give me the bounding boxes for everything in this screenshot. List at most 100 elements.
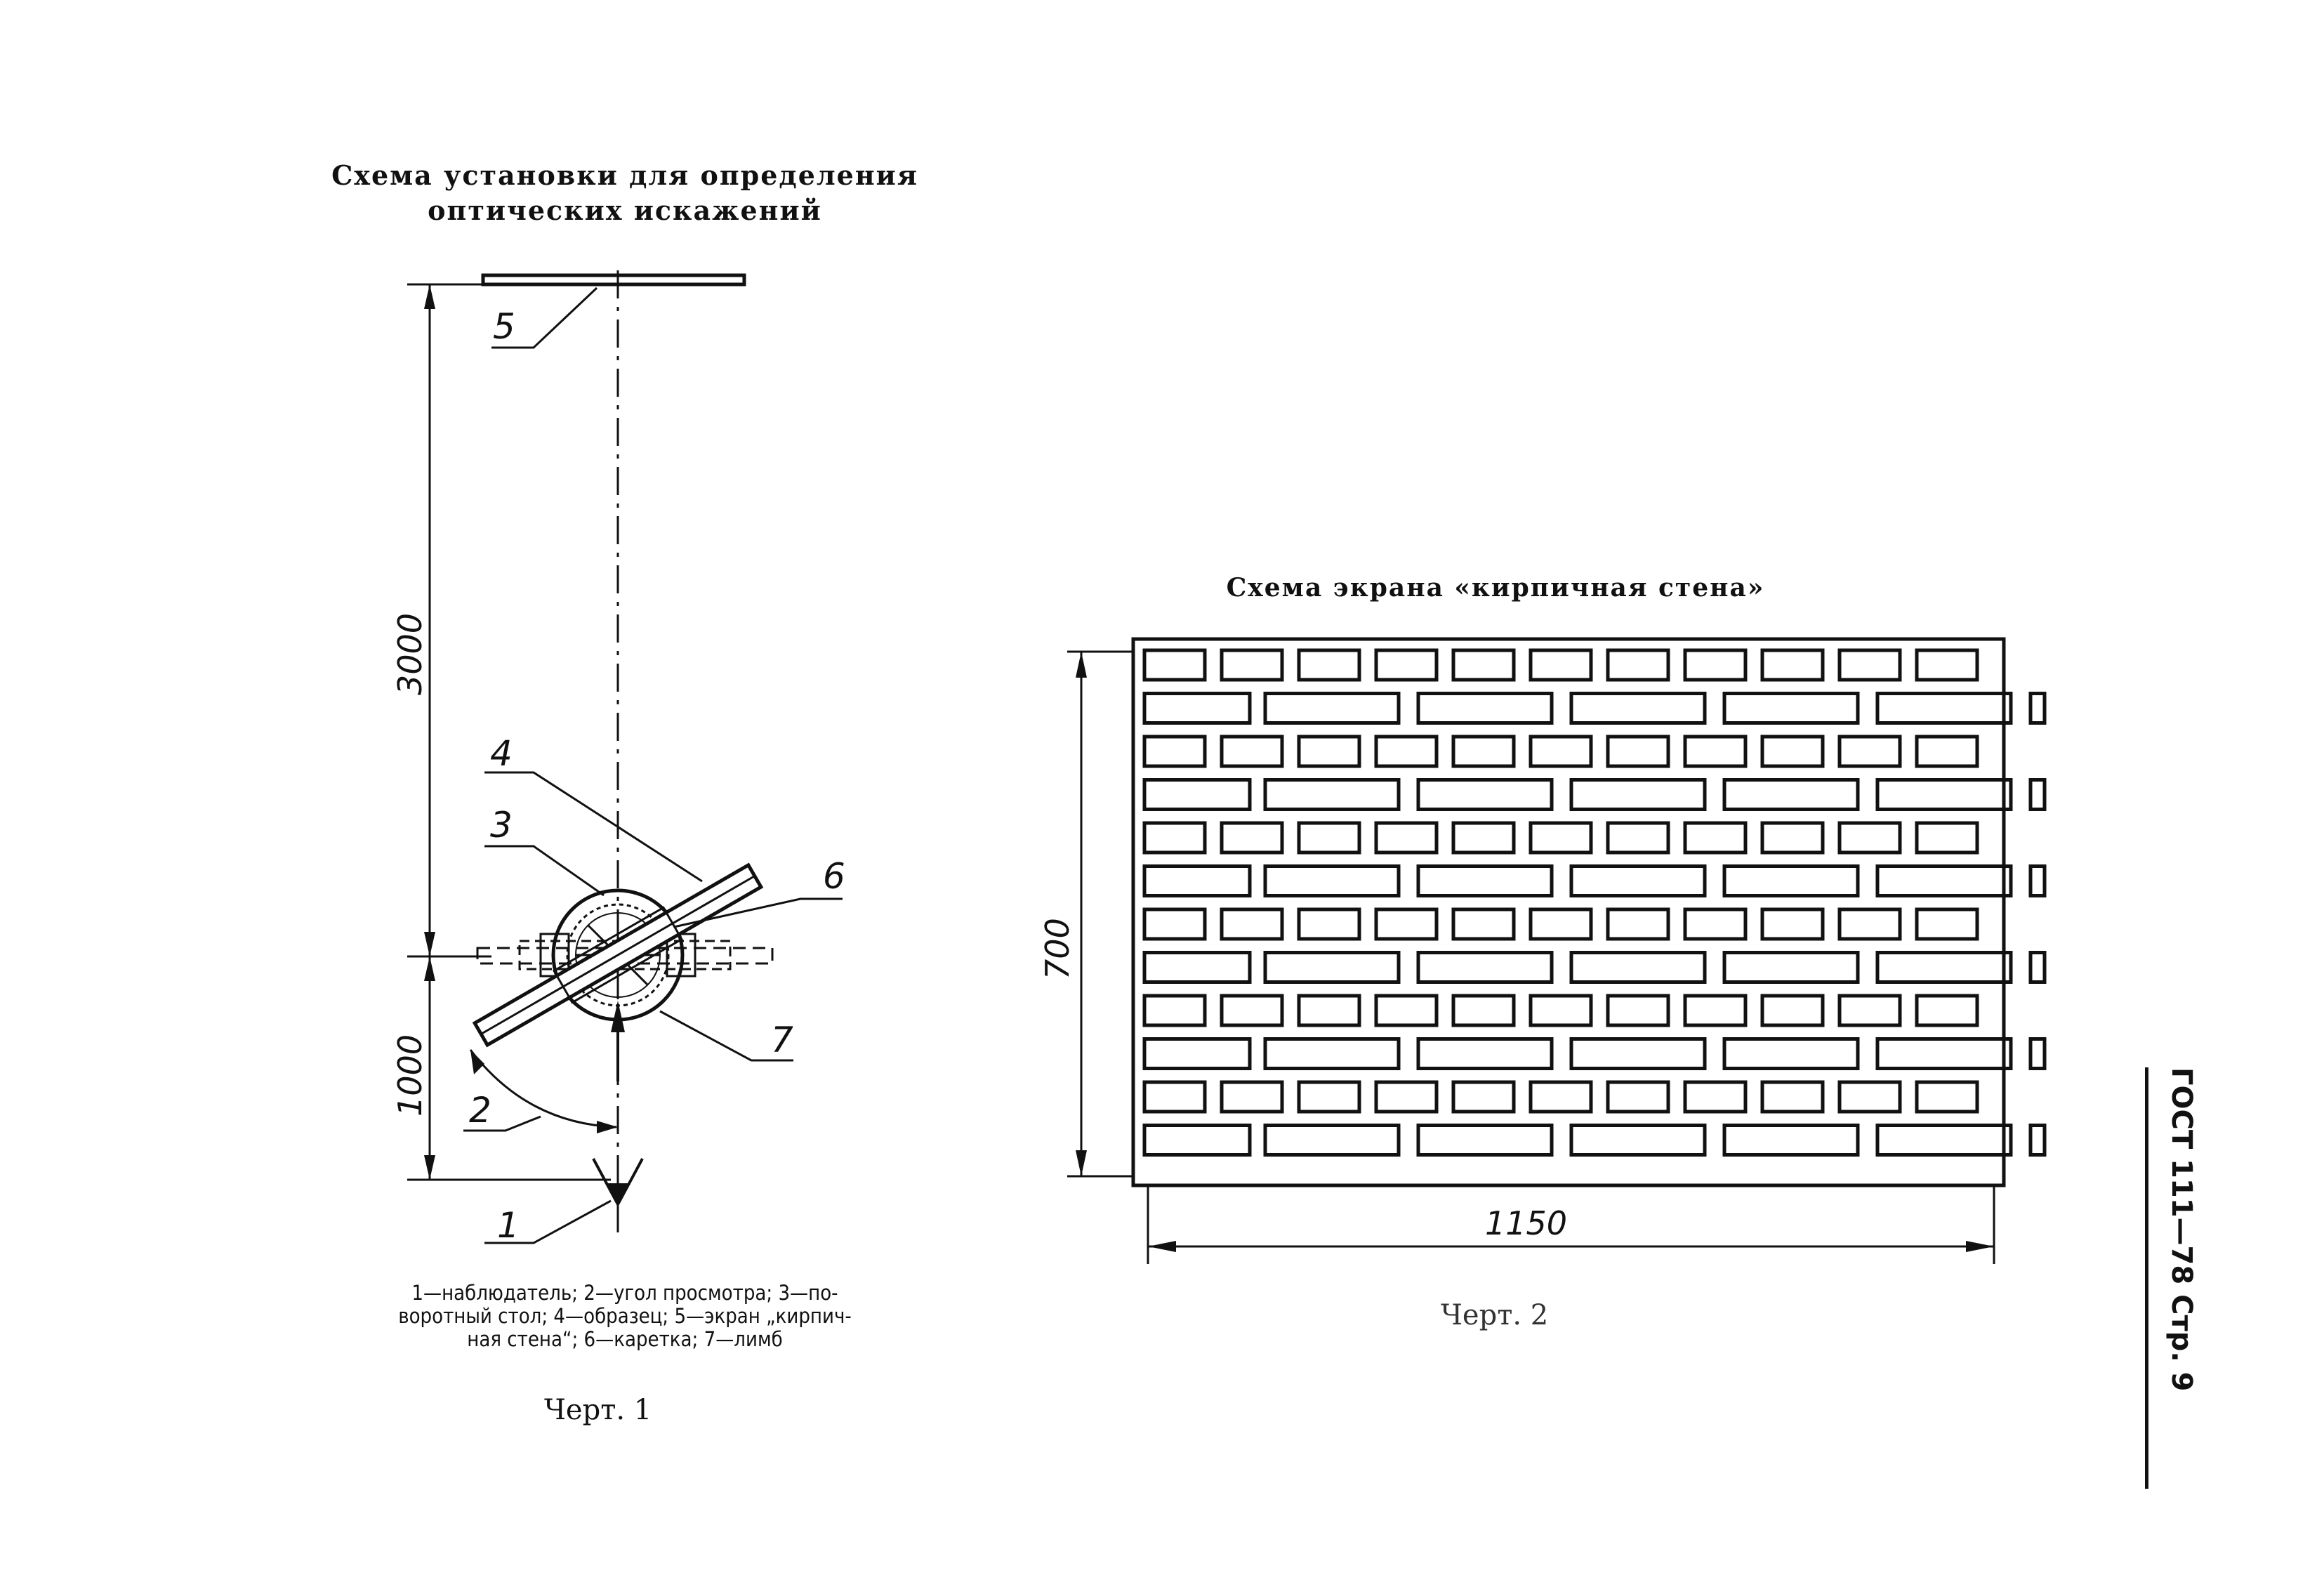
brick [1529, 1080, 1593, 1114]
brick [1606, 994, 1670, 1027]
brick [1915, 994, 1979, 1027]
brick [2028, 951, 2047, 984]
brick [1297, 994, 1361, 1027]
brick [1374, 735, 1439, 768]
brick [1683, 821, 1748, 855]
brick [1263, 1124, 1401, 1157]
brick [1451, 648, 1516, 682]
fig1-title-line1: Схема установки для определения [331, 159, 918, 191]
brick [1569, 1124, 1707, 1157]
brick [1451, 907, 1516, 941]
callout-3: 3 [490, 805, 513, 845]
brick [1606, 907, 1670, 941]
fig2-title: Схема экрана «кирпичная стена» [1226, 573, 1765, 603]
brick [1263, 864, 1401, 897]
brick [1142, 1124, 1252, 1157]
callout-7: 7 [771, 1020, 793, 1060]
brick-rows [1142, 648, 2047, 1157]
brick [1722, 864, 1860, 897]
brick [1529, 907, 1593, 941]
sidebar-rule [2145, 1067, 2148, 1489]
brick [1416, 692, 1554, 725]
brick [1569, 692, 1707, 725]
brick [2028, 1124, 2047, 1157]
brick [1606, 648, 1670, 682]
brick [1875, 864, 2013, 897]
brick [1416, 778, 1554, 811]
brick [1142, 821, 1207, 855]
brick [1760, 1080, 1825, 1114]
brick [2028, 864, 2047, 897]
brick [1722, 692, 1860, 725]
brick [1451, 1080, 1516, 1114]
brick [1837, 907, 1902, 941]
brick [1142, 1037, 1252, 1070]
brick [1529, 735, 1593, 768]
brick [1142, 648, 1207, 682]
fig1-label: Черт. 1 [544, 1394, 652, 1426]
brick [1416, 1037, 1554, 1070]
page-sidebar: ГОСТ 111—78 Стр. 9 [2145, 1067, 2208, 1496]
brick [1722, 1037, 1860, 1070]
fig1-caption: 1—наблюдатель; 2—угол просмотра; 3—по- в… [302, 1282, 948, 1351]
brick [1915, 735, 1979, 768]
brick [1722, 778, 1860, 811]
screen-plate [481, 273, 746, 287]
brick [1297, 907, 1361, 941]
brick [1263, 778, 1401, 811]
brick [1297, 648, 1361, 682]
brick [1606, 735, 1670, 768]
brick [1142, 864, 1252, 897]
brick [1683, 1080, 1748, 1114]
brick [1142, 994, 1207, 1027]
fig1-caption-line1: 1—наблюдатель; 2—угол просмотра; 3—по- [411, 1281, 838, 1305]
brick [1142, 692, 1252, 725]
brick [1142, 951, 1252, 984]
brick [1263, 692, 1401, 725]
sample-plate [472, 862, 764, 1048]
brick [1529, 648, 1593, 682]
brick [1683, 994, 1748, 1027]
brick [2028, 1037, 2047, 1070]
brick [1760, 821, 1825, 855]
fig1-caption-line3: ная стена“; 6—каретка; 7—лимб [467, 1327, 783, 1351]
fig1-title-line2: оптических искажений [428, 195, 822, 226]
brick [1875, 692, 2013, 725]
brick [2028, 692, 2047, 725]
brick [1837, 994, 1902, 1027]
brick [1760, 994, 1825, 1027]
brick [1683, 907, 1748, 941]
brick [1837, 735, 1902, 768]
brick [1683, 648, 1748, 682]
brick [1683, 735, 1748, 768]
brick [1569, 864, 1707, 897]
dim-1000-label: 1000 [391, 1034, 429, 1117]
brick [1875, 1037, 2013, 1070]
brick-wall-frame [1131, 637, 2006, 1187]
brick [1760, 735, 1825, 768]
brick [1837, 1080, 1902, 1114]
brick [1297, 735, 1361, 768]
brick [1220, 821, 1284, 855]
brick [1915, 907, 1979, 941]
brick [1220, 907, 1284, 941]
brick [1220, 1080, 1284, 1114]
brick [1606, 1080, 1670, 1114]
brick [1875, 1124, 2013, 1157]
brick [1297, 821, 1361, 855]
brick [1142, 1080, 1207, 1114]
dim-1150-label: 1150 [1485, 1204, 1567, 1242]
brick [1416, 951, 1554, 984]
callout-1: 1 [497, 1205, 520, 1246]
brick [1722, 951, 1860, 984]
callout-5: 5 [493, 306, 515, 347]
brick [1760, 648, 1825, 682]
callout-4: 4 [490, 733, 513, 774]
brick [1142, 907, 1207, 941]
brick [1529, 994, 1593, 1027]
brick [1220, 648, 1284, 682]
brick [1451, 735, 1516, 768]
